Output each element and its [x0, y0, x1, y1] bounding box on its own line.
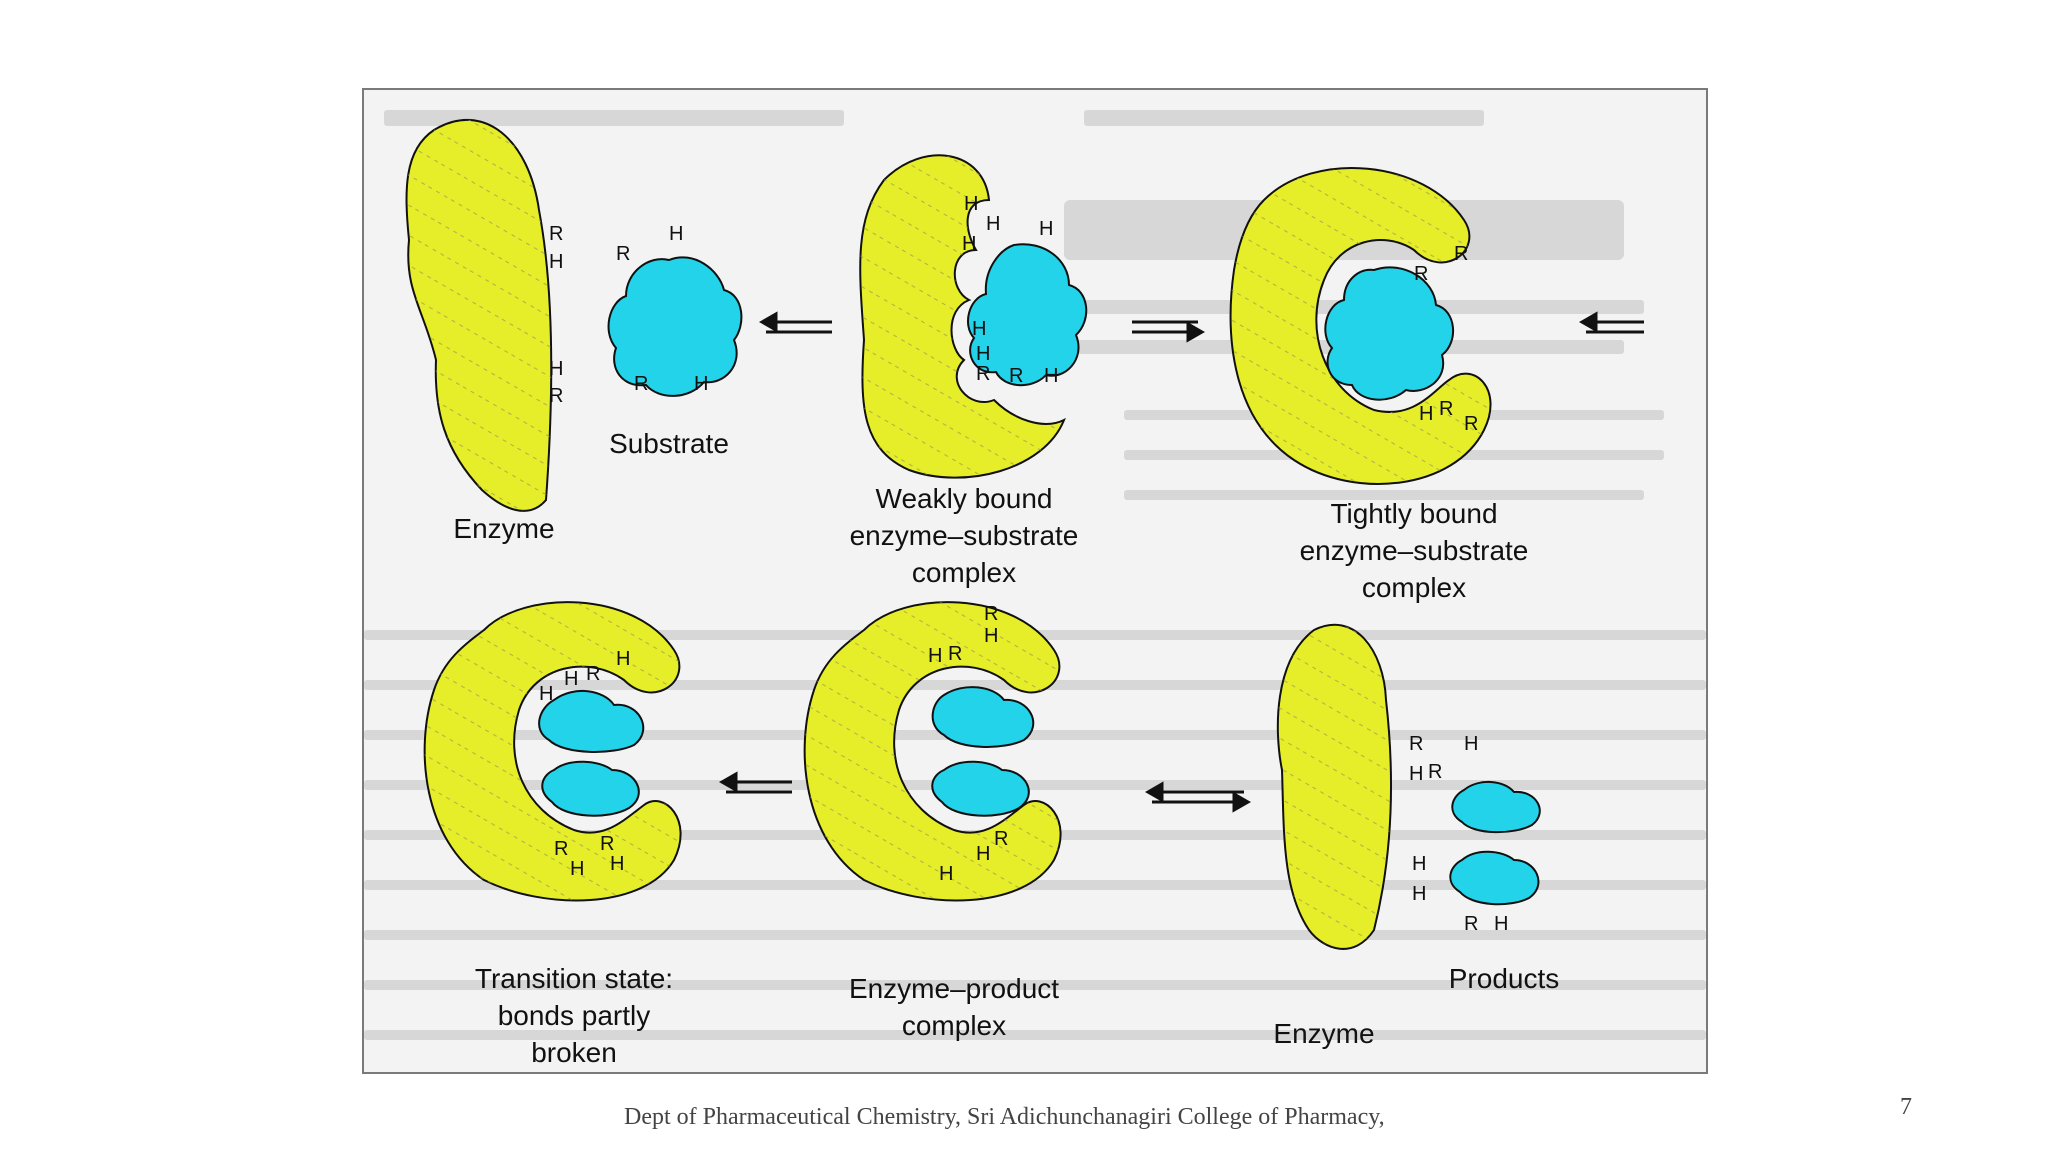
label-substrate: Substrate: [609, 428, 729, 459]
r-group-label: R: [616, 243, 630, 265]
enzyme-shape-6: [1276, 623, 1392, 950]
h-atom-label: H: [1419, 403, 1433, 425]
r-group-label: R: [549, 385, 563, 407]
label-enzyme: Enzyme: [453, 513, 555, 544]
enzyme-shape-2: [859, 154, 1088, 479]
h-atom-label: H: [976, 343, 990, 365]
products-shapes: [1449, 781, 1541, 906]
h-atom-label: H: [1494, 913, 1508, 935]
label-transition-state: Transition state: bonds partly broken: [474, 963, 674, 1068]
equilibrium-arrow-3: [1578, 311, 1644, 334]
enzyme-shape-1: [405, 118, 553, 512]
h-atom-label: H: [939, 863, 953, 885]
equilibrium-arrow-5: [1144, 781, 1252, 813]
h-atom-label: H: [1412, 883, 1426, 905]
label-enzyme-product-complex: Enzyme–product complex: [848, 973, 1060, 1041]
r-group-label: R: [1439, 398, 1453, 420]
label-tightly-bound-complex: Tightly bound enzyme–substrate complex: [1299, 498, 1529, 603]
r-group-label: R: [984, 603, 998, 625]
r-group-label: R: [600, 833, 614, 855]
enzyme-shape-5: [803, 601, 1062, 902]
h-atom-label: H: [669, 223, 683, 245]
r-group-label: R: [1428, 761, 1442, 783]
r-group-label: R: [1464, 913, 1478, 935]
h-atom-label: H: [984, 625, 998, 647]
r-group-label: R: [586, 663, 600, 685]
r-group-label: R: [1409, 733, 1423, 755]
r-group-label: R: [634, 373, 648, 395]
equilibrium-arrow-4: [718, 771, 792, 794]
r-group-label: R: [1414, 263, 1428, 285]
equilibrium-arrow-2: [1132, 320, 1206, 343]
h-atom-label: H: [928, 645, 942, 667]
enzyme-shape-4: [423, 601, 682, 902]
h-atom-label: H: [1409, 763, 1423, 785]
label-enzyme-regenerated: Enzyme: [1273, 1018, 1375, 1049]
r-group-label: R: [948, 643, 962, 665]
r-group-label: R: [554, 838, 568, 860]
h-atom-label: H: [610, 853, 624, 875]
label-weakly-bound-complex: Weakly bound enzyme–substrate complex: [849, 483, 1079, 588]
h-atom-label: H: [1044, 365, 1058, 387]
h-atom-label: H: [1464, 733, 1478, 755]
substrate-shape: [607, 256, 743, 397]
r-group-label: R: [1464, 413, 1478, 435]
h-atom-label: H: [1039, 218, 1053, 240]
h-atom-label: H: [962, 233, 976, 255]
enzyme-shape-3: [1229, 166, 1492, 485]
r-group-label: R: [976, 363, 990, 385]
h-atom-label: H: [549, 251, 563, 273]
r-group-label: R: [1009, 365, 1023, 387]
footer-department: Dept of Pharmaceutical Chemistry, Sri Ad…: [624, 1104, 1385, 1130]
equilibrium-arrow-1: [758, 311, 832, 334]
h-atom-label: H: [972, 318, 986, 340]
enzyme-mechanism-diagram: RHHRRHRHHHHHHHRRHRRHRRHHRHRHRHRHHRHRHRHR…: [364, 110, 1706, 1040]
label-products: Products: [1448, 963, 1560, 994]
r-group-label: R: [1454, 243, 1468, 265]
r-group-label: R: [994, 828, 1008, 850]
h-atom-label: H: [564, 668, 578, 690]
h-atom-label: H: [986, 213, 1000, 235]
h-atom-label: H: [1412, 853, 1426, 875]
h-atom-label: H: [570, 858, 584, 880]
r-group-label: R: [549, 223, 563, 245]
h-atom-label: H: [549, 358, 563, 380]
h-atom-label: H: [616, 648, 630, 670]
h-atom-label: H: [976, 843, 990, 865]
h-atom-label: H: [694, 373, 708, 395]
page-number: 7: [1900, 1094, 1912, 1120]
h-atom-label: H: [964, 193, 978, 215]
h-atom-label: H: [539, 683, 553, 705]
